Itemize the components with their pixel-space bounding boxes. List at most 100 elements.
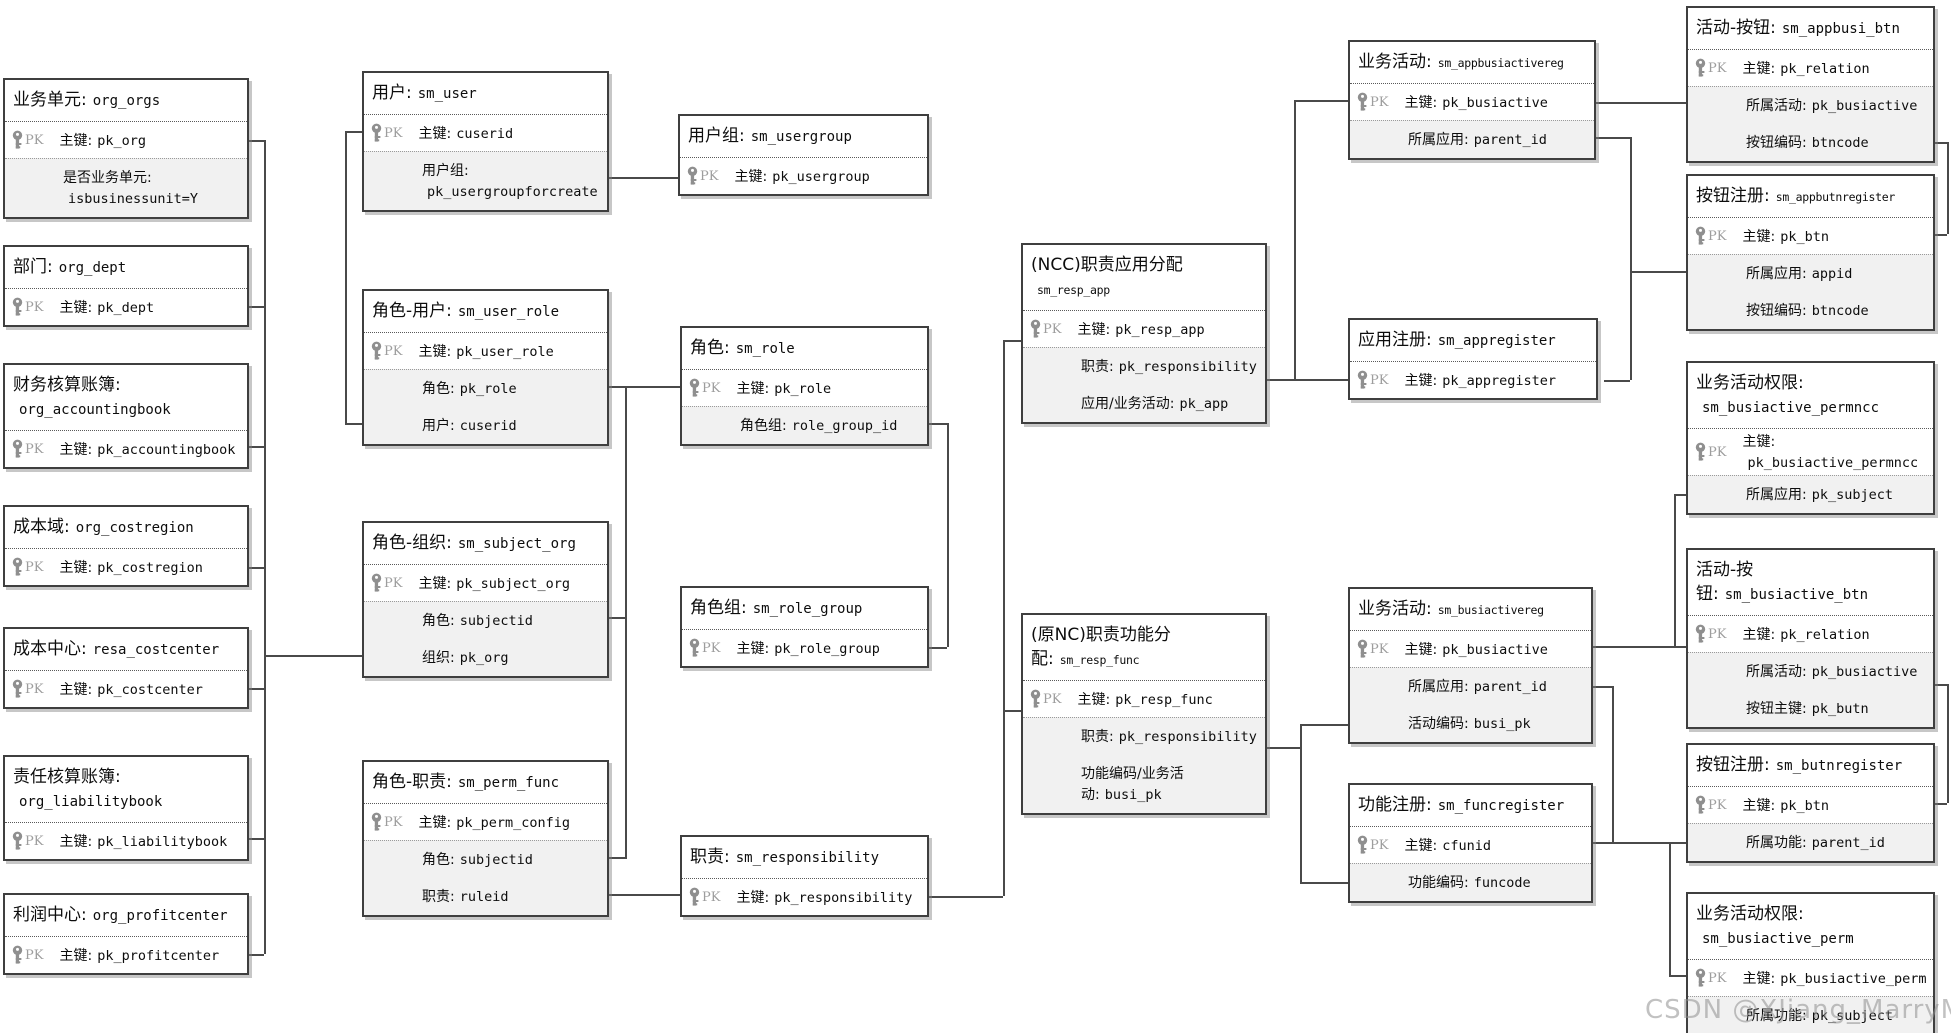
pk-label: 主键: [1077,691,1111,708]
entity-table-name: sm_busiactive_btn [1724,587,1869,603]
attribute-row: 角色:subjectid [364,602,607,639]
pk-tag: PK [1043,321,1062,337]
attribute-value: appid [1811,266,1853,282]
attribute-label: 职责: [1081,359,1114,375]
entity-table-name: org_dept [58,260,127,276]
pk-tag: PK [1043,691,1062,707]
attribute-row: 用户组:pk_usergroupforcreate [364,152,607,210]
attribute-value: pk_busiactive [1811,664,1918,680]
entity-title-label: 责任核算账簿: [13,767,121,787]
pk-value: pk_liabilitybook [97,833,228,850]
pk-label: 主键: [59,833,93,850]
connector-segment [1587,646,1692,648]
pk-text: 主键:pk_user_role [418,341,553,362]
entity-title: 业务活动权限: sm_busiactive_perm [1688,894,1933,960]
attribute-row: 是否业务单元:isbusinessunit=Y [5,159,247,217]
pk-text: 主键:pk_btn [1742,795,1829,816]
attribute-label: 所属功能: [1746,835,1807,851]
pk-text: 主键:pk_usergroup [734,166,869,187]
attribute-value: parent_id [1811,835,1885,851]
attribute-value: pk_app [1179,396,1229,412]
entity-title: 财务核算账簿:org_accountingbook [5,365,247,431]
pk-tag: PK [25,681,44,697]
attribute-label: 职责: [1081,729,1114,745]
entity-title: 活动-按钮:sm_appbusi_btn [1688,8,1933,50]
attribute-row: 职责:ruleid [364,878,607,915]
pk-label: 主键: [1404,837,1438,854]
attribute-value: btncode [1811,135,1869,151]
pk-label: 主键: [418,814,452,831]
pk-value: pk_dept [97,299,155,316]
connector-segment [603,386,686,388]
entity-title: 职责:sm_responsibility [682,837,927,879]
pk-tag: PK [1370,641,1389,657]
attribute-value: funcode [1473,875,1531,891]
entity-title: 角色-组织:sm_subject_org [364,523,607,565]
pk-label: 主键: [418,575,452,592]
entity-table-name: sm_busiactive_perm [1702,931,1854,947]
entity-title-label: 角色-组织: [372,533,452,553]
pk-value: pk_user_role [456,343,554,360]
attribute-row: 角色组:role_group_id [682,407,927,444]
pk-label: 主键: [418,343,452,360]
entity-table-name: sm_user [417,86,477,102]
attribute-row: 功能编码:funcode [1350,864,1591,901]
entity-title: 角色:sm_role [682,328,927,370]
key-icon [1694,968,1707,988]
key-icon [688,638,701,658]
pk-tag: PK [25,833,44,849]
connector-segment [1003,710,1027,712]
entity-table-name: sm_butnregister [1775,758,1903,774]
attribute-row: 所属应用:appid [1688,255,1933,292]
connector-segment [923,896,1003,898]
pk-tag: PK [702,889,721,905]
attribute-value: ruleid [459,889,509,905]
entity-table-name: resa_costcenter [92,642,220,658]
entity-title: 利润中心:org_profitcenter [5,895,247,937]
attribute-label: 用户组: [422,163,469,179]
pk-value: pk_busiactive [1442,641,1548,658]
pk-value: pk_perm_config [456,814,570,831]
entity-attributes: 角色组:role_group_id [682,406,927,444]
entity-table-name: sm_perm_func [457,775,560,791]
key-icon [1356,835,1369,855]
entity-title: 业务活动:sm_appbusiactivereg [1350,42,1594,84]
pk-label: 主键: [418,125,452,142]
connector-segment [947,423,949,647]
entity-title-label: 业务活动权限: [1696,904,1804,924]
attribute-value: pk_subject [1811,487,1893,503]
entity-table-name: sm_resp_app [1037,283,1110,297]
